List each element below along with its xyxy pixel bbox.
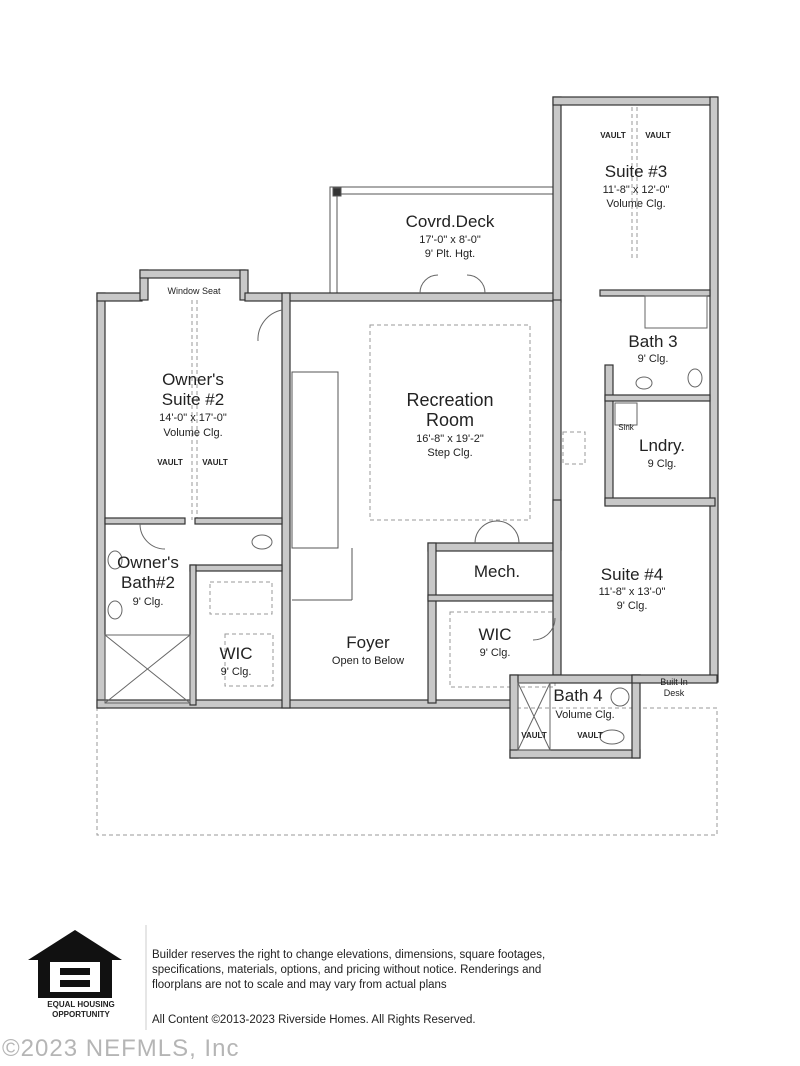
- bath4-vault-left: VAULT: [521, 731, 547, 740]
- laundry-name: Lndry.: [639, 436, 685, 455]
- foyer-name: Foyer: [346, 633, 390, 652]
- suite3-name: Suite #3: [604, 162, 668, 181]
- deck-size: 17'-0" x 8'-0": [419, 234, 481, 246]
- built-in-desk-2: Desk: [663, 688, 685, 698]
- recreation-ceiling: Step Clg.: [427, 447, 473, 459]
- recreation-name-2: Room: [425, 410, 475, 430]
- equal-housing-text: EQUAL HOUSING OPPORTUNITY: [47, 1000, 115, 1019]
- owners-bath-ceiling: 9' Clg.: [132, 596, 164, 608]
- wic-left-name: WIC: [219, 644, 253, 663]
- mech-name: Mech.: [473, 562, 521, 581]
- owners-vault-left: VAULT: [157, 458, 183, 467]
- suite4-size: 11'-8" x 13'-0": [598, 586, 666, 598]
- deck-outline: [329, 186, 553, 293]
- watermark-text: ©2023 NEFMLS, Inc: [2, 1035, 240, 1062]
- deck-ceiling: 9' Plt. Hgt.: [424, 248, 476, 260]
- owners-vault-right: VAULT: [202, 458, 228, 467]
- bath4-name: Bath 4: [553, 686, 603, 705]
- dashed-lines: [96, 100, 718, 836]
- laundry-ceiling: 9 Clg.: [647, 458, 677, 470]
- suite4-ceiling: 9' Clg.: [616, 600, 648, 612]
- wic-left-ceiling: 9' Clg.: [220, 666, 252, 678]
- owners-suite-ceiling: Volume Clg.: [163, 427, 223, 439]
- suite3-ceiling: Volume Clg.: [606, 198, 666, 210]
- bath4-vault-right: VAULT: [577, 731, 603, 740]
- sink-label: Sink: [618, 423, 634, 432]
- bath3-name: Bath 3: [628, 332, 678, 351]
- copyright-text: All Content ©2013-2023 Riverside Homes. …: [152, 1014, 476, 1026]
- owners-bath-name-2: Bath#2: [121, 573, 175, 592]
- disclaimer-text: Builder reserves the right to change ele…: [152, 949, 546, 991]
- built-in-desk-1: Built In: [660, 677, 688, 687]
- equal-housing-logo-icon: [28, 925, 147, 1030]
- suite3-vault-left: VAULT: [600, 131, 626, 140]
- window-seat-label: Window Seat: [167, 286, 221, 296]
- walls: [96, 96, 719, 759]
- wic-right-name: WIC: [478, 625, 512, 644]
- suite3-vault-right: VAULT: [645, 131, 671, 140]
- owners-suite-size: 14'-0" x 17'-0": [159, 412, 227, 424]
- fixtures: [104, 274, 708, 751]
- suite4-name: Suite #4: [600, 565, 664, 584]
- suite3-size: 11'-8" x 12'-0": [602, 184, 670, 196]
- owners-suite-name-1: Owner's: [162, 370, 224, 389]
- stairs: [291, 371, 353, 601]
- wic-right-ceiling: 9' Clg.: [479, 647, 511, 659]
- deck-name: Covrd.Deck: [405, 212, 495, 231]
- bath3-ceiling: 9' Clg.: [637, 353, 669, 365]
- recreation-name-1: Recreation: [406, 390, 494, 410]
- bath4-ceiling: Volume Clg.: [555, 709, 615, 721]
- owners-suite-name-2: Suite #2: [161, 390, 225, 409]
- owners-bath-name-1: Owner's: [117, 553, 179, 572]
- recreation-size: 16'-8" x 19'-2": [416, 433, 484, 445]
- foyer-note: Open to Below: [331, 655, 405, 667]
